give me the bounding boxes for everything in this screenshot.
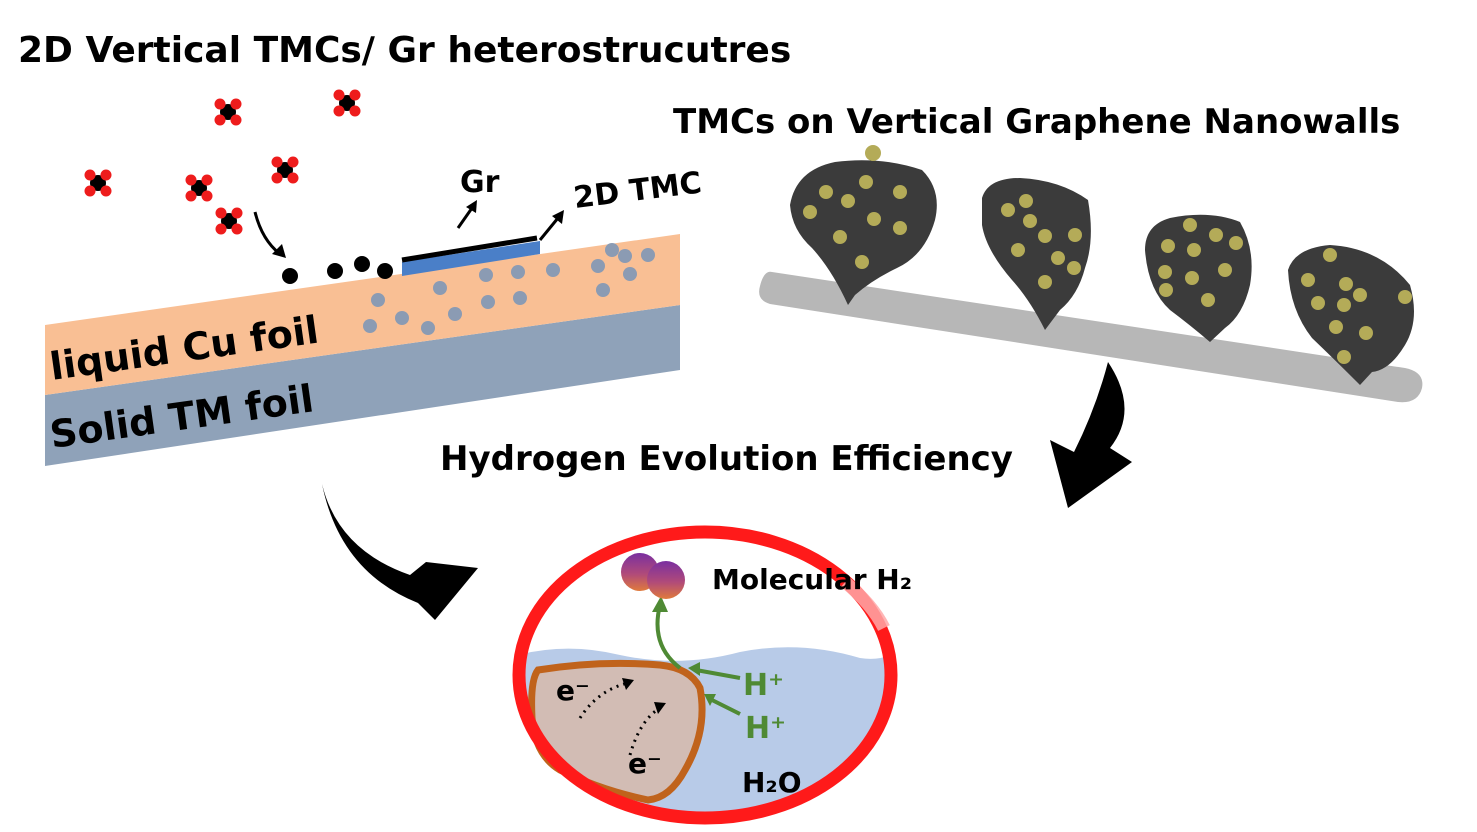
dissolved-atoms (363, 243, 655, 335)
graphene-layer (401, 235, 538, 263)
ring-highlight (840, 576, 890, 632)
bottom-title: Hydrogen Evolution Efficiency (440, 439, 1013, 479)
nanowall-support (759, 271, 1423, 403)
electron-label-2: e⁻ (628, 747, 662, 780)
right-curved-arrow (1050, 362, 1132, 508)
gr-label: Gr (460, 165, 500, 200)
solid-tm-layer (45, 305, 680, 466)
tmc-pointer-arrow (538, 210, 564, 241)
nanowall-1 (790, 145, 937, 305)
nanowall-2 (982, 178, 1091, 330)
precursor-molecules (84, 89, 361, 235)
proton-label-2: H⁺ (745, 711, 786, 746)
molecular-h2-label: Molecular H₂ (712, 563, 912, 596)
proton-label-1: H⁺ (743, 668, 784, 703)
right-title: TMCs on Vertical Graphene Nanowalls (673, 102, 1400, 142)
adatoms (282, 256, 393, 284)
water-label: H₂O (742, 766, 802, 799)
nanowall-3 (1145, 214, 1252, 342)
tmc-layer (402, 241, 540, 276)
left-curved-arrow (322, 484, 478, 620)
nanowall-4 (1288, 245, 1414, 385)
left-title: 2D Vertical TMCs/ Gr heterostrucutres (18, 30, 791, 71)
h2-evolution-arrow (655, 604, 682, 670)
tmc-label: 2D TMC (572, 166, 704, 216)
reaction-inset: e⁻ e⁻ H⁺ H⁺ Molecular H₂ H₂O (512, 525, 912, 825)
h2-atom-2 (647, 561, 685, 599)
ring-outline (512, 525, 898, 825)
proton-arrow-2 (711, 698, 741, 716)
deposition-arrow (253, 211, 286, 258)
proton-arrow-1 (695, 668, 741, 680)
electron-label-1: e⁻ (556, 674, 590, 707)
gr-pointer-arrow (456, 200, 477, 229)
